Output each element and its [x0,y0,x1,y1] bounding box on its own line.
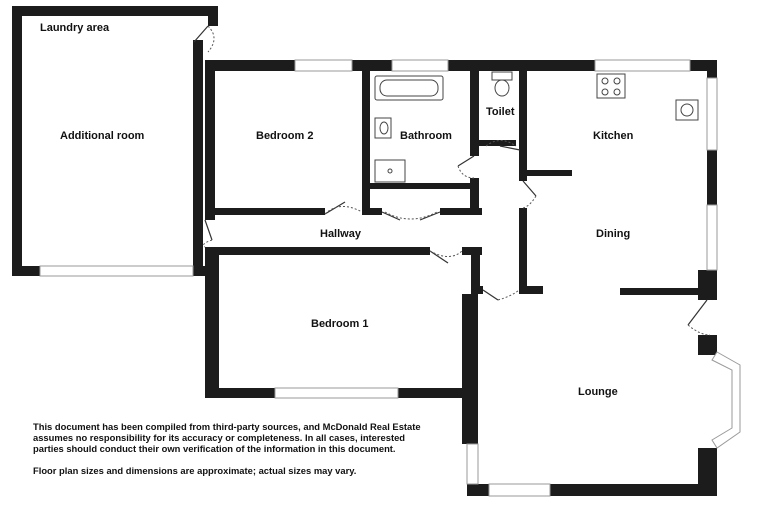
label-bedroom-2: Bedroom 2 [256,130,313,142]
label-bathroom: Bathroom [400,130,452,142]
label-laundry-area: Laundry area [40,22,110,34]
disclaimer-text: This document has been compiled from thi… [33,421,421,454]
label-kitchen: Kitchen [593,130,634,142]
label-hallway: Hallway [320,228,362,240]
walls [12,6,717,496]
label-lounge: Lounge [578,386,618,398]
toilet-bowl-icon [494,79,510,97]
doors [193,25,711,336]
toilet-cistern-icon [491,71,513,81]
disclaimer-sizes: Floor plan sizes and dimensions are appr… [33,465,357,476]
disclaimer: This document has been compiled from thi… [33,421,433,487]
label-toilet: Toilet [486,106,515,118]
label-dining: Dining [596,228,630,240]
windows [39,59,741,497]
room-labels: Laundry area Additional room Bedroom 2 B… [40,22,634,398]
fixtures [374,71,699,183]
label-additional-room: Additional room [60,130,145,142]
label-bedroom-1: Bedroom 1 [311,318,368,330]
stove-icon [596,73,626,99]
